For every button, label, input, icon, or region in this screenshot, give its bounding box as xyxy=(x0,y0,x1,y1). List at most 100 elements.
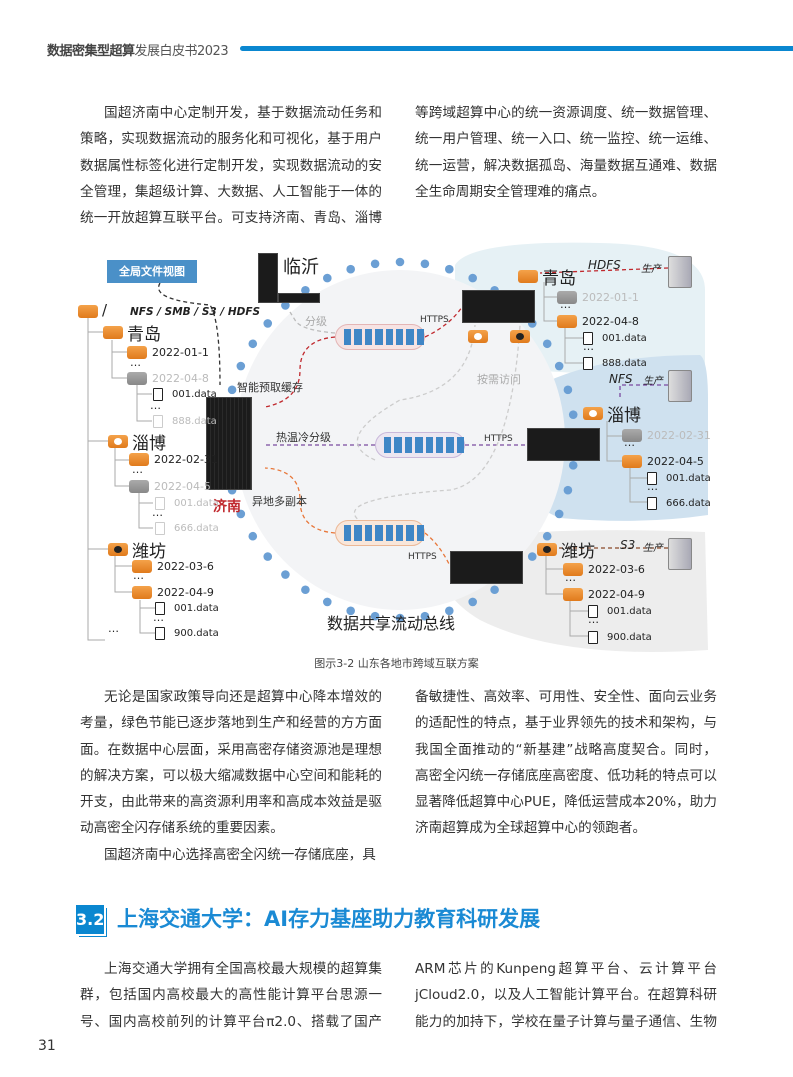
file-icon xyxy=(588,605,598,618)
weifang-storage-server xyxy=(450,551,523,584)
tree-node-label: … xyxy=(153,611,164,624)
bus-dot xyxy=(263,552,273,561)
bus-dot xyxy=(323,597,332,607)
bus-dot xyxy=(554,509,564,519)
folder-icon xyxy=(132,560,152,573)
bus-dot xyxy=(236,509,246,519)
tree-node-label: 2022-01-1 xyxy=(152,346,209,359)
text-line: ARM芯片的Kunpeng超算平台、云计算平台 xyxy=(415,961,717,977)
file-icon xyxy=(583,332,593,345)
on-demand-label: 按需访问 xyxy=(477,373,521,386)
folder-icon xyxy=(78,305,98,318)
tree-node-label: 001.data xyxy=(174,498,219,509)
protocols-label: NFS / SMB / S3 / HDFS xyxy=(130,306,261,318)
weifang-folder-icon xyxy=(510,330,530,343)
folder-icon xyxy=(557,291,577,304)
linyi-storage-unit xyxy=(278,293,320,303)
bus-dot xyxy=(248,531,258,541)
page-number: 31 xyxy=(38,1038,56,1054)
https-label-weifang: HTTPS xyxy=(408,552,437,562)
diagram-background xyxy=(87,242,708,652)
file-icon xyxy=(155,627,165,640)
tree-node-label: 2022-04-8 xyxy=(152,372,209,385)
folder-icon xyxy=(129,453,149,466)
zibo-channel xyxy=(375,432,465,458)
file-icon xyxy=(647,497,657,510)
cross-region-diagram: 全局文件视图 NFS / SMB / S3 / HDFS 济南 临沂 分级 智能… xyxy=(78,242,711,652)
tree-node-label: … xyxy=(647,480,658,493)
tree-node-label: 2022-04-5 xyxy=(154,480,211,493)
tree-node-label: … xyxy=(132,463,143,476)
jinan-label: 济南 xyxy=(213,499,241,515)
replica-label: 异地多副本 xyxy=(252,495,307,508)
text-line: 济南超算成为全球超算中心的领跑者。 xyxy=(415,820,647,837)
qingdao-link xyxy=(264,336,336,408)
tree-node-label: 2022-02-31 xyxy=(647,429,711,442)
text-line: 上海交通大学拥有全国高校最大规模的超算集 xyxy=(104,961,382,977)
file-icon xyxy=(583,357,593,370)
folder-icon xyxy=(622,429,642,442)
text-line: 国超济南中心选择高密全闪统一存储底座，具 xyxy=(104,846,376,863)
header-accent-bar xyxy=(240,46,793,51)
text-line: 国超济南中心定制开发，基于数据流动任务和 xyxy=(104,105,382,121)
text-line: 群，包括国内高校最大的高性能计算平台思源一 xyxy=(80,987,382,1004)
weifang-producer-server-icon xyxy=(668,538,692,570)
text-line: jCloud2.0，以及人工智能计算平台。在超算科研 xyxy=(415,987,717,1004)
folder-icon xyxy=(518,270,538,283)
tree-node-label: 2022-02-31 xyxy=(154,453,218,466)
tree-node-label: 淄博 xyxy=(132,434,166,454)
bus-dot xyxy=(370,259,380,269)
folder-icon xyxy=(129,480,149,493)
text-line: 统一开放超算互联平台。可支持济南、青岛、淄博 xyxy=(80,210,382,227)
tree-node-label: 2022-04-8 xyxy=(582,315,639,328)
tree-node-label: … xyxy=(624,436,635,449)
tree-node-label: 2022-04-9 xyxy=(157,586,214,599)
bus-dot xyxy=(227,385,237,395)
body-left-column: 无论是国家政策导向还是超算中心降本增效的考量，绿色节能已逐步落地到生产和经营的方… xyxy=(80,684,382,868)
tree-node-label: 2022-03-6 xyxy=(157,560,214,573)
prefetch-label: 智能预取缓存 xyxy=(237,381,303,394)
intro-right-column: 等跨域超算中心的统一资源调度、统一数据管理、统一用户管理、统一入口、统一监控、统… xyxy=(415,100,717,205)
text-line: 全生命周期安全管理难的痛点。 xyxy=(415,183,606,200)
folder-icon xyxy=(537,543,557,556)
bus-dot xyxy=(281,301,290,310)
bus-label: 数据共享流动总线 xyxy=(327,614,456,633)
section-title: 上海交通大学：AI存力基座助力教育科研发展 xyxy=(117,907,541,931)
file-icon xyxy=(588,631,598,644)
folder-icon xyxy=(127,372,147,385)
text-line: 无论是国家政策导向还是超算中心降本增效的 xyxy=(104,689,382,705)
file-icon xyxy=(647,472,657,485)
linyi-storage-server xyxy=(258,253,278,303)
tree-node-label: 001.data xyxy=(607,606,652,617)
folder-icon xyxy=(622,455,642,468)
bus-dot xyxy=(281,570,290,579)
tree-node-label: … xyxy=(565,571,576,584)
tree-node-label: 666.data xyxy=(666,498,711,509)
hdfs-label: HDFS xyxy=(588,258,621,272)
tree-node-label: … xyxy=(150,399,161,412)
global-view-label: 全局文件视图 xyxy=(107,260,197,283)
zibo-folder-icon xyxy=(468,330,488,343)
tree-node-label: 2022-03-6 xyxy=(588,563,645,576)
bus-dot xyxy=(346,606,355,616)
bus-dot xyxy=(445,264,454,274)
bus-dot xyxy=(563,385,573,395)
text-line: 全管理，集超级计算、大数据、人工智能于一体的 xyxy=(80,183,382,200)
section-number: 3.2 xyxy=(76,905,104,934)
tree-node-label: 666.data xyxy=(174,523,219,534)
bus-dot xyxy=(263,319,273,328)
bus-dot xyxy=(563,485,573,495)
bus-dot xyxy=(527,552,537,561)
tree-node-label: 900.data xyxy=(607,632,652,643)
tree-node-label: … xyxy=(133,569,144,582)
tree-node-label: … xyxy=(583,340,594,353)
file-icon xyxy=(155,522,165,535)
https-label-zibo: HTTPS xyxy=(484,434,513,444)
bus-dot xyxy=(542,339,552,349)
linyi-label: 临沂 xyxy=(283,257,319,278)
text-line: 的解决方案，可以极大缩减数据中心空间和能耗的 xyxy=(80,767,382,784)
s3-label: S3 xyxy=(620,538,636,552)
bus-dot xyxy=(395,613,405,623)
tree-node-label: 青岛 xyxy=(542,269,576,289)
bus-dot xyxy=(568,410,578,419)
